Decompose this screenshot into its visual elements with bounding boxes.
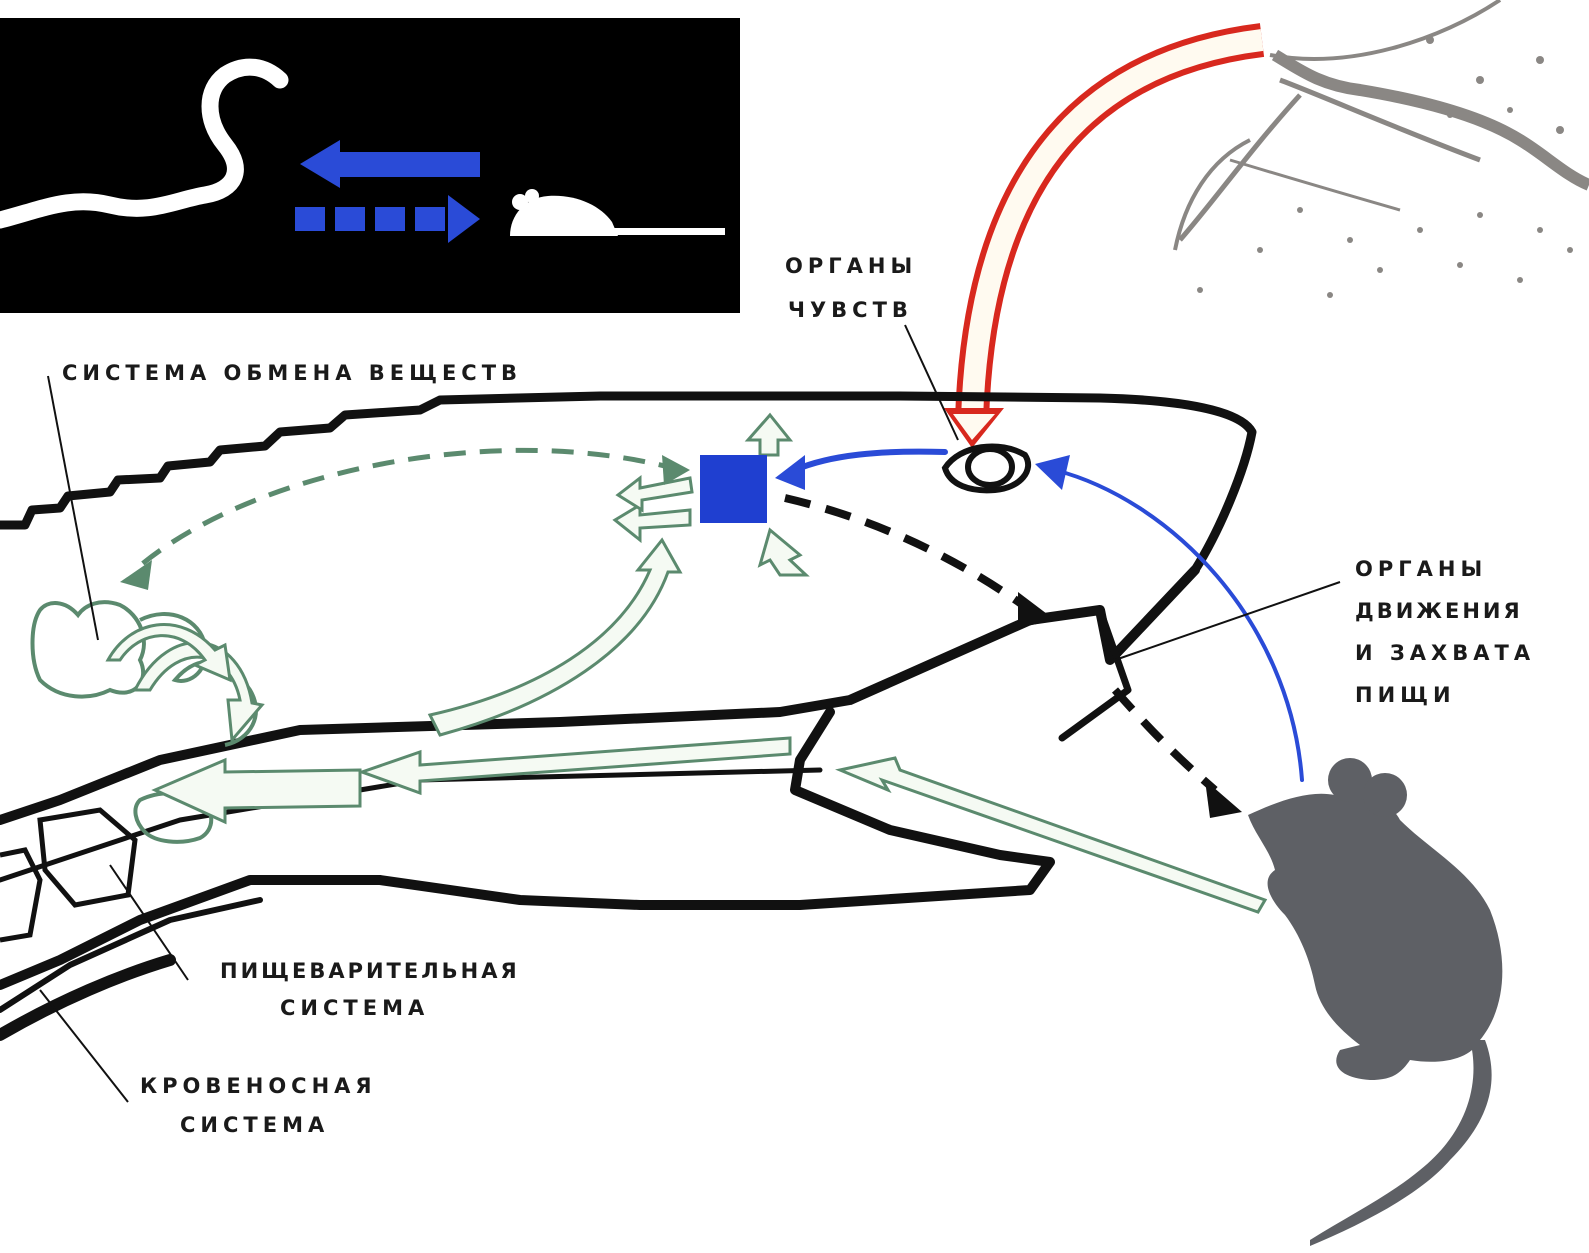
eye-to-brain-arrow — [795, 452, 945, 470]
body-lower-line — [0, 900, 260, 1010]
label-sense-organs-2: ЧУВСТВ — [788, 298, 913, 322]
eye-icon — [945, 446, 1028, 490]
fang — [1062, 610, 1128, 738]
inset-panel — [0, 18, 740, 313]
sensory-input-arrow — [944, 40, 1262, 448]
head-top-outline — [0, 396, 1252, 570]
label-circulatory-1: КРОВЕНОСНАЯ — [140, 1074, 377, 1098]
label-sense-organs-1: ОРГАНЫ — [785, 254, 917, 278]
body-segment-left — [0, 850, 40, 940]
label-movement-1: ОРГАНЫ — [1355, 557, 1487, 581]
label-digestive-1: ПИЩЕВАРИТЕЛЬНАЯ — [220, 959, 520, 983]
stomach-box — [40, 810, 135, 905]
label-movement-4: ПИЩИ — [1355, 683, 1456, 707]
labels: ОРГАНЫ ЧУВСТВ СИСТЕМА ОБМЕНА ВЕЩЕСТВ ОРГ… — [62, 254, 1535, 1137]
label-metabolism: СИСТЕМА ОБМЕНА ВЕЩЕСТВ — [62, 361, 522, 385]
lower-jaw — [0, 712, 1050, 985]
mouse-to-eye-arrow — [1055, 470, 1302, 780]
label-movement-3: И ЗАХВАТА — [1355, 641, 1535, 665]
label-circulatory-2: СИСТЕМА — [180, 1113, 329, 1137]
brain-box — [700, 455, 767, 523]
dashed-return-arrow — [120, 450, 690, 590]
leader-sense-organs — [905, 325, 958, 440]
mouse-prey — [1248, 758, 1502, 1246]
leader-circulatory — [40, 990, 128, 1102]
label-movement-2: ДВИЖЕНИЯ — [1355, 599, 1523, 623]
label-digestive-2: СИСТЕМА — [280, 996, 429, 1020]
